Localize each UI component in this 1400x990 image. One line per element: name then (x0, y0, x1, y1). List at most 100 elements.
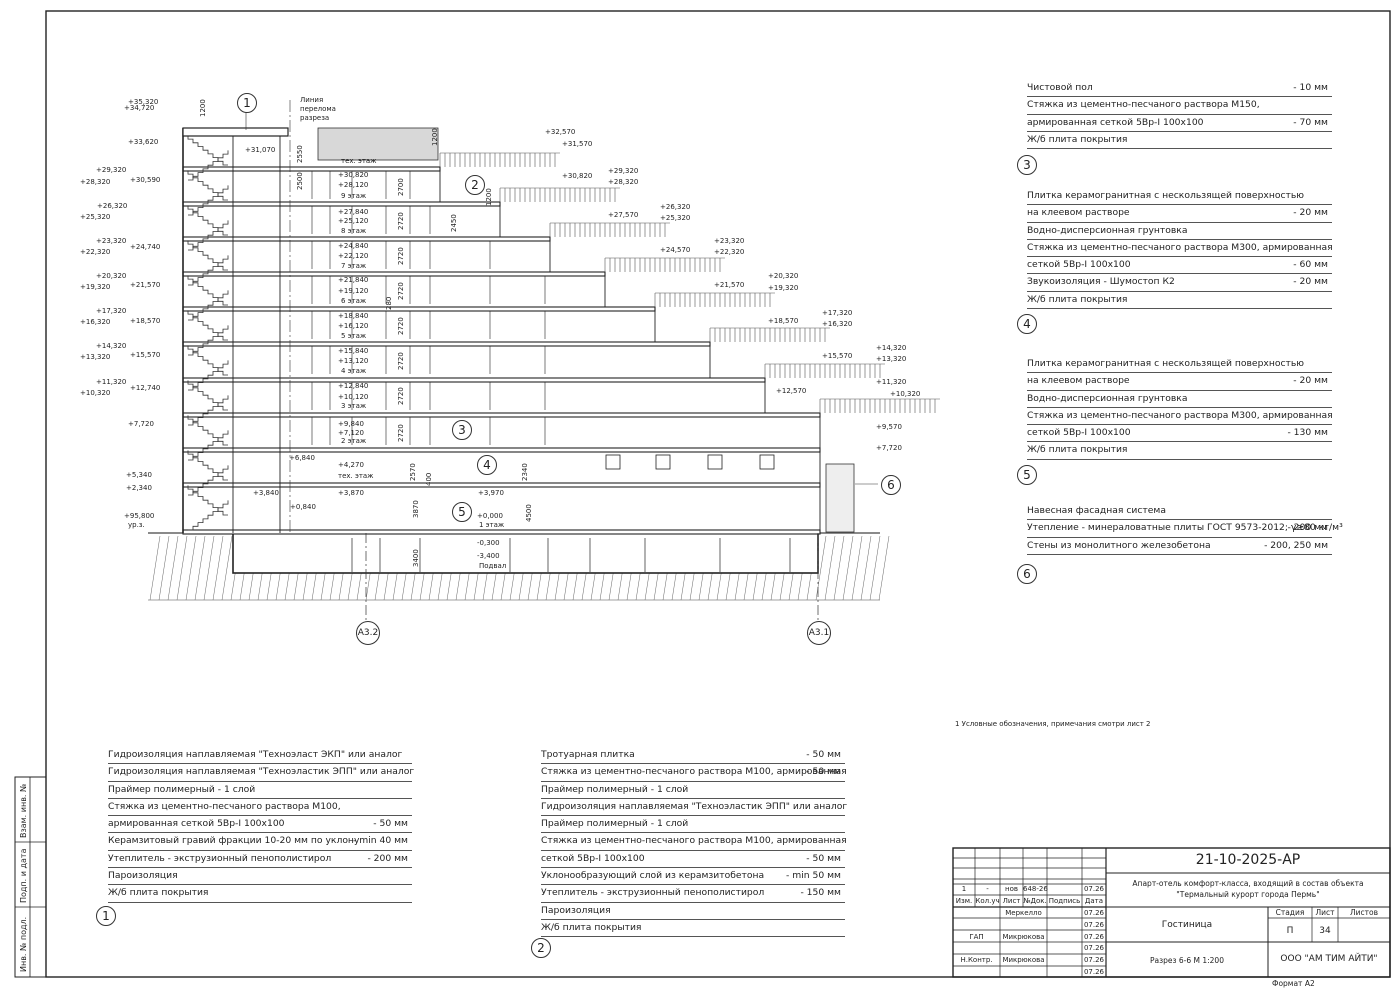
elevation-floor: +19,120 (338, 287, 369, 295)
legend-4-number: 4 (1017, 314, 1037, 334)
elevation-right: +15,570 (822, 352, 853, 360)
callout-4: 4 (477, 455, 497, 475)
legend-row: Стены из монолитного железобетона- 200, … (1027, 538, 1332, 555)
elevation-left: +14,320 (96, 342, 127, 350)
elevation-right: +16,320 (822, 320, 853, 328)
legend-row-value: - 50 мм (806, 852, 841, 864)
elevation-left: +34,720 (124, 104, 155, 112)
legend-row: Стяжка из цементно-песчаного раствора М3… (1027, 240, 1333, 258)
legend-row-value: - min 50 мм (786, 870, 841, 882)
facade-annex (825, 463, 855, 533)
legend-row: Гидроизоляция наплавляемая "Техноэласт Э… (108, 747, 412, 765)
callout-2: 2 (465, 175, 485, 195)
signer-date: 07.26 (1083, 956, 1105, 965)
elevation-right: +19,320 (768, 284, 799, 292)
axis-marker-a32: А3.2 (356, 621, 380, 645)
legend-row-text: армированная сеткой 5Вр-I 100х100 (1027, 116, 1204, 128)
elevation-left: +20,320 (96, 272, 127, 280)
legend-row: Керамзитовый гравий фракции 10-20 мм по … (108, 833, 412, 851)
elevation-right: +20,320 (768, 272, 799, 280)
elevation-floor: +9,840 (338, 420, 364, 428)
legend-row-value: - 50 мм (806, 766, 841, 778)
elevation-right: +18,570 (768, 317, 799, 325)
elevation-right: +17,320 (822, 309, 853, 317)
elevation-inner: +12,740 (130, 384, 161, 392)
legend-row-text: сеткой 5Вр-I 100х100 (1027, 427, 1131, 439)
legend-row-text: Гидроизоляция наплавляемая "Техноэласт Э… (108, 749, 403, 760)
floor-label: 8 этаж (341, 227, 367, 235)
floor-label: 1 этаж (479, 521, 505, 529)
legend-row: сеткой 5Вр-I 100х100- 60 мм (1027, 257, 1332, 275)
elevation-left: +29,320 (96, 166, 127, 174)
legend-row: Ж/б плита покрытия (541, 920, 845, 938)
legend-row: Ж/б плита покрытия (108, 885, 412, 903)
legend-row: Тротуарная плитка - 50 мм (541, 747, 845, 765)
elevation-floor: +7,120 (338, 429, 364, 437)
floor-label: 3 этаж (341, 402, 367, 410)
revision-cell: 07.26 (1083, 885, 1105, 893)
floor-label: 2 этаж (341, 437, 367, 445)
elevation-floor: +12,840 (338, 382, 369, 390)
elevation-floor: +30,820 (338, 171, 369, 179)
legend-row: Утеплитель - экструзионный пенополистиро… (108, 851, 412, 869)
legend-row-text: Стяжка из цементно-песчаного раствора М1… (541, 766, 847, 778)
elevation-right: +7,720 (876, 444, 902, 452)
elevation-right: +24,570 (660, 246, 691, 254)
legend-row-text: Стяжка из цементно-песчаного раствора М3… (1027, 409, 1333, 421)
signer-name: Микрюкова (1002, 932, 1045, 941)
legend-row-text: Пароизоляция (108, 870, 178, 882)
legend-row-text: Праймер полимерный - 1 слой (541, 818, 689, 830)
revision-header-cell: Дата (1084, 897, 1104, 905)
legend-row-value: - 60 мм (1293, 259, 1328, 271)
elevation-floor: +10,120 (338, 393, 369, 401)
elevation-inner: +6,840 (289, 454, 315, 462)
legend-row-value: - 20 мм (1293, 207, 1328, 219)
axis-marker-a31: А3.1 (807, 621, 831, 645)
signer-name: Меркелло (1005, 909, 1042, 917)
sheet-value: 34 (1319, 926, 1331, 936)
legend-row-text: Стяжка из цементно-песчаного раствора М3… (1027, 241, 1333, 253)
floor-label: 7 этаж (341, 262, 367, 270)
elevation-inner: +21,570 (130, 281, 161, 289)
legend-row-value: - 130 мм (1287, 427, 1328, 439)
elevation-inner: +31,070 (245, 146, 276, 154)
legend-row-text: Ж/б плита покрытия (1027, 133, 1128, 145)
legend-row-text: Ж/б плита покрытия (108, 887, 209, 899)
revision-header-cell: Изм. (955, 897, 973, 905)
elevation-left: +28,320 (80, 178, 111, 186)
legend-1-table: Гидроизоляция наплавляемая "Техноэласт Э… (108, 747, 414, 903)
elevation-right: +10,320 (890, 390, 921, 398)
signer-date: 07.26 (1083, 920, 1105, 929)
legend-row-text: Тротуарная плитка (541, 749, 635, 760)
legend-row-text: Ж/б плита покрытия (541, 921, 642, 933)
legend-row: сеткой 5Вр-I 100х100 - 130 мм (1027, 425, 1332, 443)
floor-label: Подвал (479, 562, 507, 570)
legend-row: Утепление - минераловатные плиты ГОСТ 95… (1027, 520, 1343, 538)
revision-header-cell: Лист (1002, 897, 1021, 905)
legend-row: Ж/б плита покрытия (1027, 132, 1332, 150)
legend-row-text: Керамзитовый гравий фракции 10-20 мм по … (108, 835, 360, 847)
elevation-right: +22,320 (714, 248, 745, 256)
company-name: ООО "АМ ТИМ АЙТИ" (1280, 954, 1378, 964)
building-name: Гостиница (1161, 920, 1213, 930)
legend-row-text: Водно-дисперсионная грунтовка (1027, 224, 1188, 236)
legend-1-number: 1 (96, 906, 116, 926)
break-line-label: Линия перелома разреза (300, 96, 336, 122)
legend-row: Ж/б плита покрытия (1027, 292, 1332, 310)
legend-row: Праймер полимерный - 1 слой (541, 816, 845, 834)
legend-row-text: Плитка керамогранитная с нескользящей по… (1027, 190, 1305, 201)
legend-row-value: - 50 мм (806, 749, 841, 760)
legend-row-text: Стяжка из цементно-песчаного раствора М1… (108, 800, 341, 812)
elevation-inner: +15,570 (130, 351, 161, 359)
elevation-floor: +25,120 (338, 217, 369, 225)
signer-date: 07.26 (1083, 932, 1105, 941)
legend-5-number: 5 (1017, 465, 1037, 485)
legend-row: Уклонообразующий слой из керамзитобетона… (541, 868, 845, 886)
legend-row-text: Гидроизоляция наплавляемая "Техноэластик… (541, 800, 848, 812)
legend-2-number: 2 (531, 938, 551, 958)
legend-row: на клеевом растворе- 20 мм (1027, 205, 1332, 223)
legend-row-text: Плитка керамогранитная с нескользящей по… (1027, 358, 1305, 369)
elevation-floor: -3,400 (477, 552, 500, 560)
